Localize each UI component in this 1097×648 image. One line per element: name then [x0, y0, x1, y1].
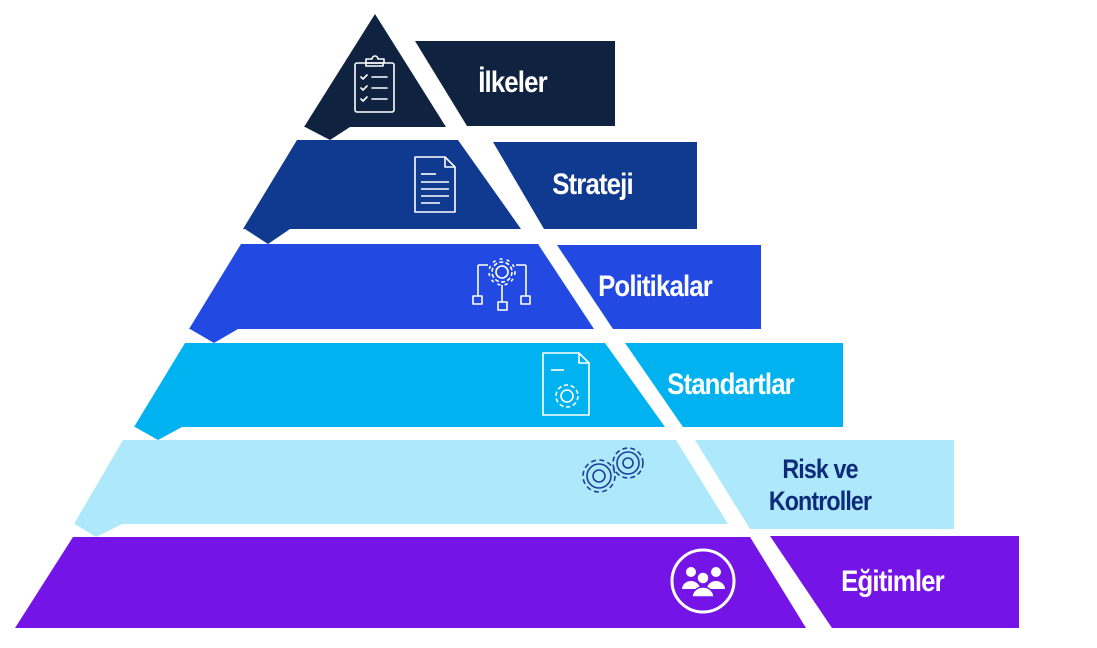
connector-notch: [305, 127, 350, 140]
label-egitimler: Eğitimler: [841, 565, 945, 598]
level-politikalar-banner: [557, 245, 761, 329]
connector-notch: [135, 427, 182, 440]
level-standartlar-banner: [625, 343, 843, 427]
clipboard-checklist-icon: [354, 55, 395, 113]
level-risk-kontroller: [74, 440, 954, 529]
gears-icon: [582, 447, 644, 493]
level-egitimler-banner: [770, 536, 1019, 628]
level-politikalar-trapezoid: [189, 244, 594, 329]
level-risk-kontroller-banner: [695, 440, 954, 529]
level-risk-kontroller-trapezoid: [74, 440, 728, 524]
level-politikalar: [189, 244, 761, 329]
connector-notch: [190, 329, 238, 343]
file-gear-icon: [542, 352, 590, 416]
level-standartlar: [134, 343, 843, 427]
label-strateji: Strateji: [552, 168, 633, 201]
connector-notch: [75, 524, 122, 537]
level-egitimler: [15, 536, 1019, 628]
process-gear-network-icon: [472, 258, 531, 311]
label-politikalar: Politikalar: [598, 270, 713, 303]
level-egitimler-trapezoid: [15, 537, 806, 628]
level-strateji: [243, 140, 697, 229]
user-group-icon: [670, 548, 736, 614]
label-ilkeler: İlkeler: [478, 66, 547, 99]
document-icon: [414, 156, 456, 213]
level-ilkeler-banner: [415, 41, 615, 126]
level-ilkeler: [304, 14, 615, 127]
label-standartlar: Standartlar: [667, 368, 795, 401]
label-risk-kontroller-line1: Risk ve: [782, 453, 858, 484]
level-ilkeler-triangle: [304, 14, 446, 127]
level-strateji-banner: [493, 142, 697, 229]
level-strateji-trapezoid: [243, 140, 521, 229]
connector-notch: [245, 229, 290, 244]
label-risk-kontroller-line2: Kontroller: [768, 486, 872, 516]
label-risk-kontroller: Risk ve Kontroller: [756, 447, 885, 523]
level-standartlar-trapezoid: [134, 343, 665, 427]
